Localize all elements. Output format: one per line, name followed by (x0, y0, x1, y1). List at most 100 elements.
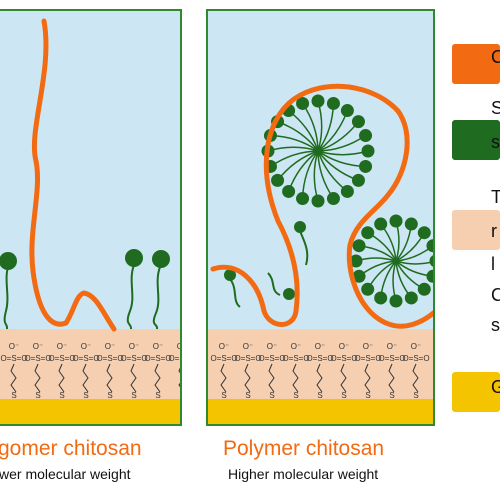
anion-label: O⁻ (339, 342, 349, 351)
legend-label-surfactant-1: S (491, 98, 500, 118)
surfactant-head (152, 250, 170, 268)
surfactant-tail (126, 264, 135, 330)
alkyl-chain (292, 363, 299, 393)
anion-label: O⁻ (291, 342, 301, 351)
micelle-head (374, 217, 388, 231)
surfactant-head (125, 249, 143, 267)
micelle (349, 214, 433, 308)
thiol-label: S (245, 391, 250, 400)
micelle-head (340, 184, 354, 198)
sulfonate-label: O=S=O (96, 354, 123, 363)
micelle (261, 94, 375, 208)
legend-label-monolayer-3: l (491, 254, 495, 274)
micelle-head (282, 184, 296, 198)
alkyl-chain (10, 363, 17, 393)
anion-label: O⁻ (411, 342, 421, 351)
oligomer-illustration: O⁻O=S=OSO⁻O=S=OSO⁻O=S=OSO⁻O=S=OSO⁻O=S=OS… (0, 11, 182, 424)
micelle-head (352, 269, 366, 283)
legend-label-monolayer-2: r (491, 221, 497, 241)
legend-label-chitosan: C (491, 47, 500, 67)
sulfonate-label: O=S=O (258, 354, 285, 363)
micelle-head (374, 291, 388, 305)
micelle-head (359, 159, 373, 173)
anion-label: O⁻ (387, 342, 397, 351)
micelle-head (429, 255, 433, 267)
surfactant-head (294, 221, 306, 233)
chitosan-chain (210, 83, 433, 329)
alkyl-chain (364, 363, 371, 393)
sulfonate-label: O=S=O (402, 354, 429, 363)
gold-substrate (208, 399, 433, 424)
micelle-head (296, 96, 310, 110)
anion-label: O⁻ (219, 342, 229, 351)
alkyl-chain (82, 363, 89, 393)
oligomer-title: gomer chitosan (0, 437, 142, 460)
micelle-head (326, 96, 340, 110)
micelle-head (426, 239, 433, 253)
alkyl-chain (34, 363, 41, 393)
alkyl-chain (106, 363, 113, 393)
alkyl-chain (316, 363, 323, 393)
sulfonate-label: O=S=O (72, 354, 99, 363)
sulfonate-label: O=S=O (330, 354, 357, 363)
micelle-head (352, 239, 366, 253)
alkyl-chain (130, 363, 137, 393)
micelle-head (361, 282, 375, 296)
thiol-label: S (317, 391, 322, 400)
legend-swatch-gold (452, 372, 500, 412)
surfactant-head (0, 252, 17, 270)
micelle-head (311, 94, 325, 108)
micelle-head (351, 173, 365, 187)
sulfonate-label: O=S=O (234, 354, 261, 363)
thiol-label: S (221, 391, 226, 400)
monolayer-molecules: O⁻ O=S=O S O⁻ O=S=O S O⁻ O=S=O S O⁻ O=S=O S O⁻ O=S=O S… (210, 342, 429, 400)
anion-label: O⁻ (153, 342, 163, 351)
micelle-head (311, 194, 325, 208)
alkyl-chain (388, 363, 395, 393)
anion-label: O⁻ (57, 342, 67, 351)
sulfonate-label: O=S=O (282, 354, 309, 363)
thiol-label: S (341, 391, 346, 400)
gold-substrate (0, 399, 180, 424)
polymer-panel: O⁻ O=S=O S O⁻ O=S=O S O⁻ O=S=O S O⁻ O=S=O S O⁻ O=S=O S… (206, 9, 435, 426)
chitosan-chain (29, 18, 117, 332)
thiol-label: S (107, 391, 112, 400)
surfactant-tail (3, 266, 9, 330)
anion-label: O⁻ (267, 342, 277, 351)
monolayer-molecules: O⁻O=S=OSO⁻O=S=OSO⁻O=S=OSO⁻O=S=OSO⁻O=S=OS… (0, 342, 182, 400)
thiol-label: S (35, 391, 40, 400)
micelle-head (326, 192, 340, 206)
surfactant-tail (152, 266, 161, 330)
micelle-head (296, 192, 310, 206)
thiol-label: S (59, 391, 64, 400)
sulfonate-label: O=S=O (48, 354, 75, 363)
micelle-head (417, 282, 431, 296)
micelle-head (359, 129, 373, 143)
sulfonate-label: O=S=O (306, 354, 333, 363)
anion-label: O⁻ (363, 342, 373, 351)
polymer-subtitle: Higher molecular weight (228, 466, 379, 482)
alkyl-chain (58, 363, 65, 393)
sulfonate-label: O=S=O (378, 354, 405, 363)
alkyl-chain (268, 363, 275, 393)
surfactant-tail (267, 272, 281, 296)
surfactant-head (224, 269, 236, 281)
micelle-head (361, 144, 375, 158)
thiol-label: S (179, 391, 182, 400)
micelle-head (361, 226, 375, 240)
thiol-label: S (365, 391, 370, 400)
oligomer-subtitle: wer molecular weight (0, 466, 131, 482)
alkyl-chain (340, 363, 347, 393)
legend-label-monolayer-5: s (491, 315, 500, 335)
surfactant-head (283, 288, 295, 300)
micelle-head (271, 173, 285, 187)
anion-label: O⁻ (129, 342, 139, 351)
monolayer-region (0, 329, 180, 399)
micelle-head (417, 226, 431, 240)
thiol-label: S (293, 391, 298, 400)
free-surfactants (0, 249, 170, 330)
thiol-label: S (131, 391, 136, 400)
legend-label-monolayer-4: C (491, 285, 500, 305)
anion-label: O⁻ (9, 342, 19, 351)
